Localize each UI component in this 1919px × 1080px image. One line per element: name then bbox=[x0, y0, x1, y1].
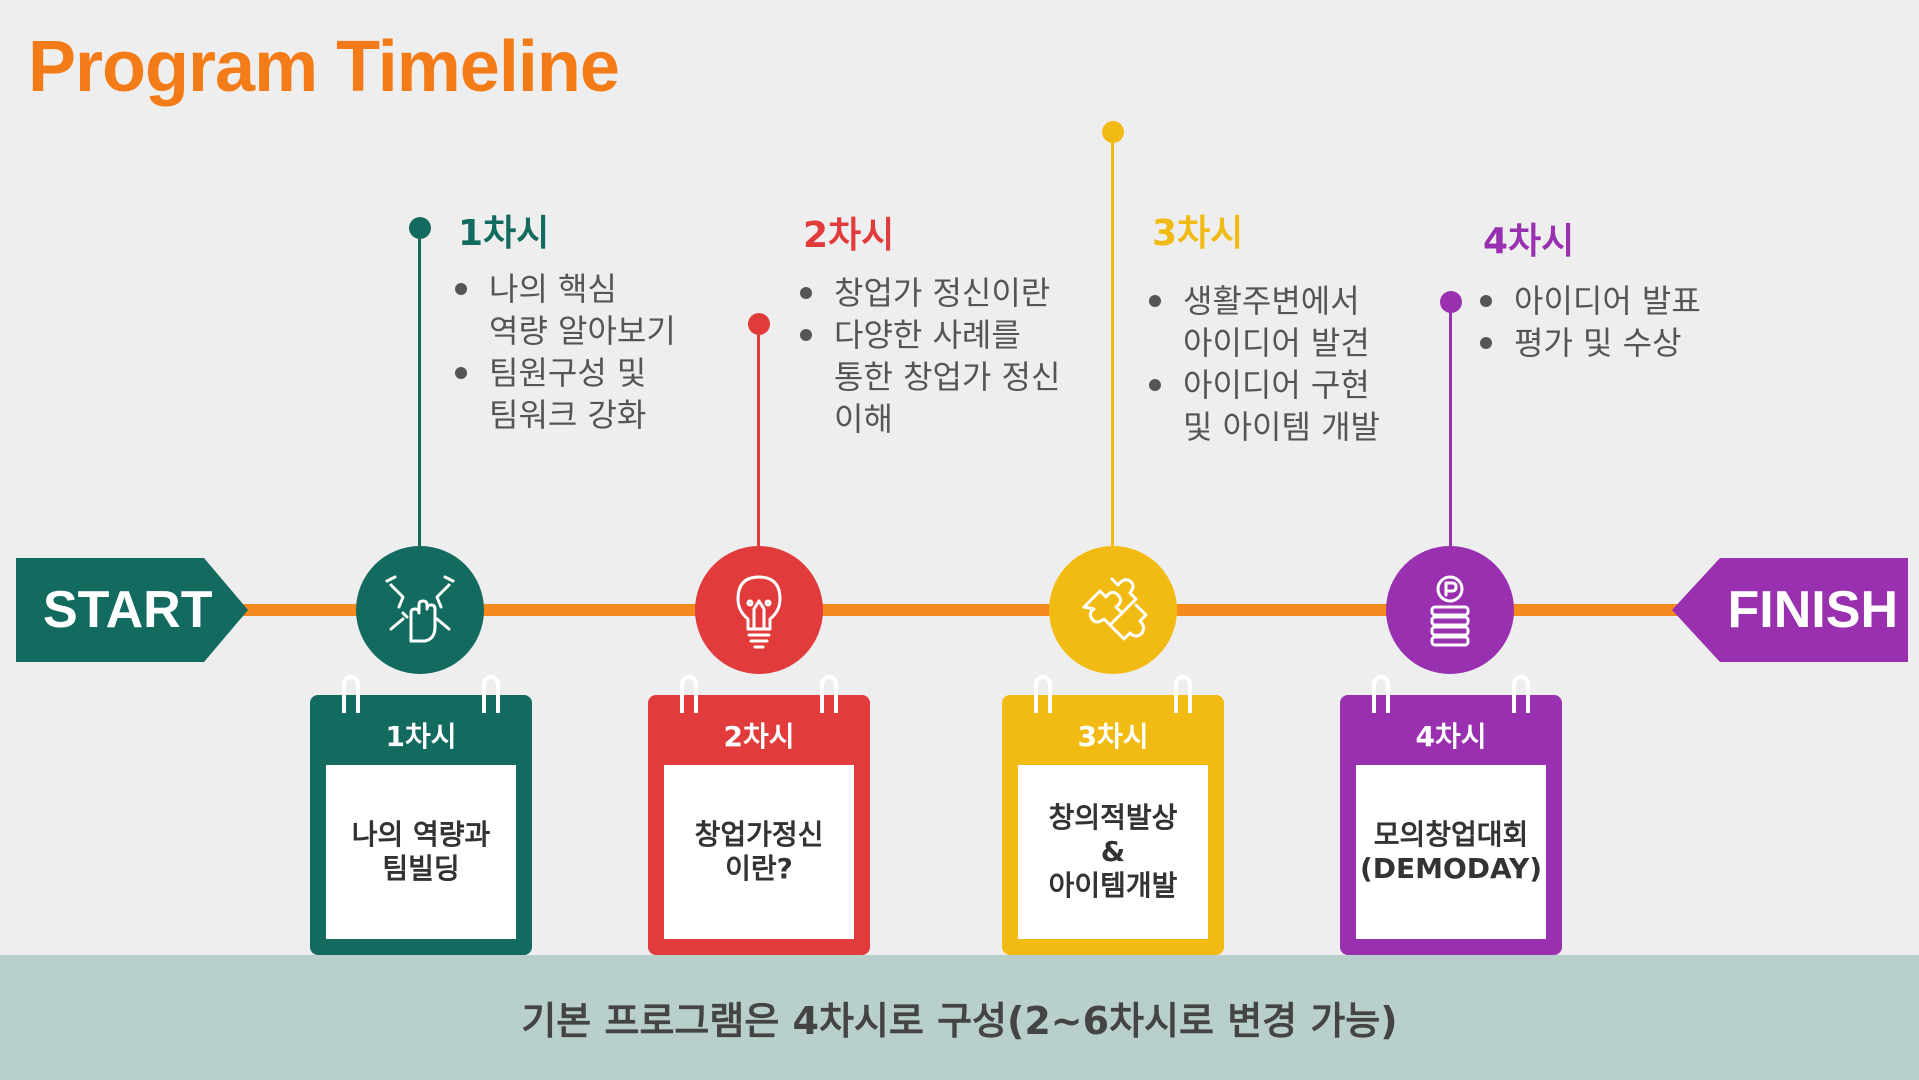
card-label: 4차시 bbox=[1415, 720, 1487, 753]
session-4-points: 아이디어 발표 평가 및 수상 bbox=[1478, 280, 1701, 364]
list-item: 생활주변에서 아이디어 발견 bbox=[1147, 280, 1380, 364]
start-label: START bbox=[43, 581, 213, 639]
list-item: 나의 핵심 역량 알아보기 bbox=[453, 268, 676, 352]
ring-icon bbox=[1372, 675, 1390, 713]
point-text: 나의 핵심 역량 알아보기 bbox=[489, 270, 676, 350]
card-text: 창의적발상 & 아이템개발 bbox=[1018, 765, 1208, 939]
session-2-card: 2차시 창업가정신 이란? bbox=[648, 675, 870, 955]
coins-icon bbox=[1430, 575, 1470, 647]
ring-icon bbox=[1034, 675, 1052, 713]
session-3-points: 생활주변에서 아이디어 발견 아이디어 구현 및 아이템 개발 bbox=[1147, 280, 1380, 448]
point-text: 팀원구성 및 팀워크 강화 bbox=[489, 354, 647, 434]
finish-flag: FINISH bbox=[1672, 558, 1908, 662]
timeline-line bbox=[230, 604, 1680, 616]
list-item: 아이디어 구현 및 아이템 개발 bbox=[1147, 364, 1380, 448]
finish-label: FINISH bbox=[1727, 581, 1898, 639]
footer-banner: 기본 프로그램은 4차시로 구성(2~6차시로 변경 가능) bbox=[0, 955, 1919, 1080]
card-label: 1차시 bbox=[385, 720, 457, 753]
ring-icon bbox=[1512, 675, 1530, 713]
page-title: Program Timeline bbox=[28, 27, 620, 107]
session-4-icon-circle bbox=[1386, 546, 1514, 674]
start-flag: START bbox=[16, 558, 248, 662]
session-2-icon-circle bbox=[695, 546, 823, 674]
session-1-title: 1차시 bbox=[458, 213, 550, 254]
list-item: 다양한 사례를 통한 창업가 정신 이해 bbox=[798, 314, 1060, 440]
teamwork-hands-icon bbox=[385, 575, 455, 643]
lightbulb-icon bbox=[736, 575, 782, 649]
ring-icon bbox=[342, 675, 360, 713]
session-4-title: 4차시 bbox=[1483, 221, 1575, 262]
session-3-icon-circle bbox=[1049, 546, 1177, 674]
puzzle-icon bbox=[1082, 577, 1148, 641]
card-label: 2차시 bbox=[723, 720, 795, 753]
card-text: 나의 역량과 팀빌딩 bbox=[326, 765, 516, 939]
stem-dot-1 bbox=[409, 217, 431, 239]
point-text: 다양한 사례를 통한 창업가 정신 이해 bbox=[834, 316, 1061, 438]
session-4-card: 4차시 모의창업대회 (DEMODAY) bbox=[1340, 675, 1562, 955]
session-2-points: 창업가 정신이란 다양한 사례를 통한 창업가 정신 이해 bbox=[798, 272, 1060, 440]
ring-icon bbox=[820, 675, 838, 713]
point-text: 평가 및 수상 bbox=[1514, 324, 1682, 362]
footer-text: 기본 프로그램은 4차시로 구성(2~6차시로 변경 가능) bbox=[521, 999, 1398, 1043]
session-1-points: 나의 핵심 역량 알아보기 팀원구성 및 팀워크 강화 bbox=[453, 268, 676, 436]
session-3-title: 3차시 bbox=[1152, 213, 1244, 254]
card-text: 창업가정신 이란? bbox=[664, 765, 854, 939]
session-1-icon-circle bbox=[356, 546, 484, 674]
card-label: 3차시 bbox=[1077, 720, 1149, 753]
stem-3 bbox=[1111, 134, 1114, 548]
ring-icon bbox=[482, 675, 500, 713]
stem-4 bbox=[1449, 312, 1452, 548]
list-item: 팀원구성 및 팀워크 강화 bbox=[453, 352, 676, 436]
list-item: 평가 및 수상 bbox=[1478, 322, 1701, 364]
point-text: 창업가 정신이란 bbox=[834, 274, 1051, 312]
list-item: 창업가 정신이란 bbox=[798, 272, 1060, 314]
point-text: 생활주변에서 아이디어 발견 bbox=[1183, 282, 1370, 362]
stem-1 bbox=[418, 228, 421, 548]
session-3-card: 3차시 창의적발상 & 아이템개발 bbox=[1002, 675, 1224, 955]
ring-icon bbox=[1174, 675, 1192, 713]
point-text: 아이디어 발표 bbox=[1514, 282, 1701, 320]
stem-dot-4 bbox=[1440, 291, 1462, 313]
stem-dot-2 bbox=[748, 313, 770, 335]
session-2-title: 2차시 bbox=[803, 215, 895, 256]
card-text: 모의창업대회 (DEMODAY) bbox=[1356, 765, 1546, 939]
point-text: 아이디어 구현 및 아이템 개발 bbox=[1183, 366, 1380, 446]
stem-2 bbox=[757, 325, 760, 550]
stem-dot-3 bbox=[1102, 121, 1124, 143]
list-item: 아이디어 발표 bbox=[1478, 280, 1701, 322]
ring-icon bbox=[680, 675, 698, 713]
session-1-card: 1차시 나의 역량과 팀빌딩 bbox=[310, 675, 532, 955]
